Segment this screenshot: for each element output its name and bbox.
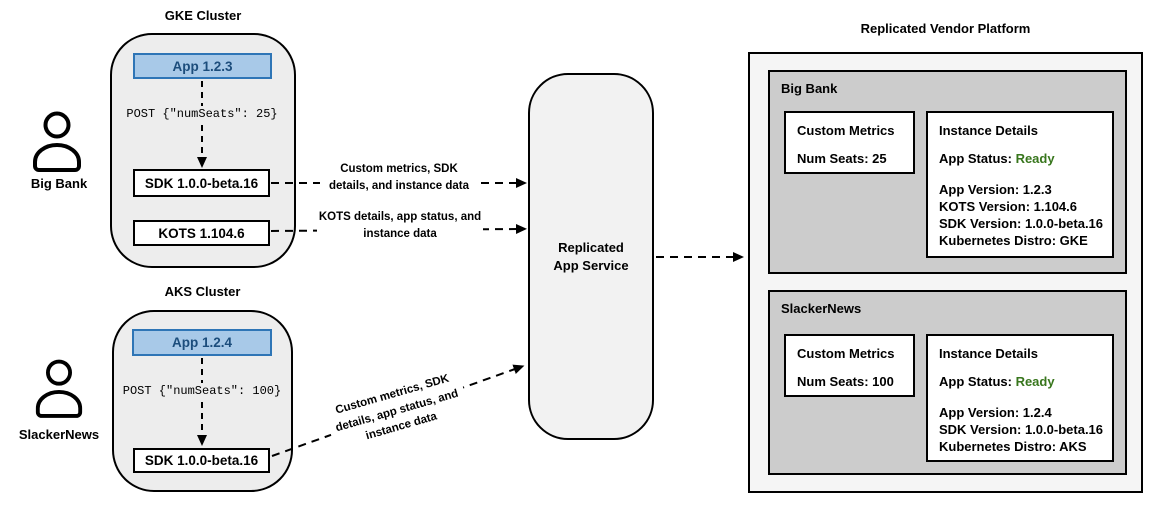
- aks-post-call-label: POST {"numSeats": 100}: [117, 383, 287, 399]
- app-status-label: App Status:: [939, 374, 1016, 389]
- gke-app-node: App 1.2.3: [133, 53, 272, 79]
- custom-metrics-title: Custom Metrics: [797, 123, 895, 138]
- gke-cluster-title: GKE Cluster: [164, 8, 242, 23]
- gke-sdk-node: SDK 1.0.0-beta.16: [133, 169, 270, 197]
- app-status-value: Ready: [1015, 151, 1055, 166]
- gke-kots-node: KOTS 1.104.6: [133, 220, 270, 246]
- instance-details-title: Instance Details: [939, 346, 1038, 361]
- detail-line: Kubernetes Distro: GKE: [939, 233, 1088, 248]
- flow-label-sdk-gke: Custom metrics, SDK details, and instanc…: [320, 160, 478, 196]
- num-seats-value: Num Seats: 25: [797, 151, 887, 166]
- app-status-value: Ready: [1015, 374, 1055, 389]
- custom-metrics-title: Custom Metrics: [797, 346, 895, 361]
- instance-details-card: Instance Details App Status: Ready App V…: [926, 334, 1114, 462]
- app-status-line: App Status: Ready: [939, 151, 1106, 166]
- customer-panel-big-bank: Big Bank Custom Metrics Num Seats: 25 In…: [768, 70, 1127, 274]
- customer-name: Big Bank: [781, 81, 838, 96]
- detail-line: SDK Version: 1.0.0-beta.16: [939, 216, 1104, 231]
- detail-line: App Version: 1.2.4: [939, 405, 1052, 420]
- gke-post-call-label: POST {"numSeats": 25}: [117, 106, 287, 122]
- detail-line: KOTS Version: 1.104.6: [939, 199, 1078, 214]
- vendor-platform-title: Replicated Vendor Platform: [860, 21, 1031, 36]
- slackernews-actor-label: SlackerNews: [18, 427, 100, 442]
- aks-sdk-node: SDK 1.0.0-beta.16: [133, 448, 270, 473]
- instance-detail-lines: App Version: 1.2.3 KOTS Version: 1.104.6…: [939, 181, 1106, 249]
- vendor-platform-box: Big Bank Custom Metrics Num Seats: 25 In…: [748, 52, 1143, 493]
- slackernews-user-icon: [35, 359, 83, 418]
- instance-detail-lines: App Version: 1.2.4 SDK Version: 1.0.0-be…: [939, 404, 1106, 455]
- replicated-app-service-node: Replicated App Service: [528, 73, 654, 440]
- custom-metrics-card: Custom Metrics Num Seats: 100: [784, 334, 915, 397]
- flow-label-kots: KOTS details, app status, and instance d…: [317, 208, 483, 244]
- aks-app-node: App 1.2.4: [132, 329, 272, 356]
- customer-name: SlackerNews: [781, 301, 862, 316]
- instance-details-title: Instance Details: [939, 123, 1038, 138]
- custom-metrics-card: Custom Metrics Num Seats: 25: [784, 111, 915, 174]
- big-bank-actor-label: Big Bank: [30, 176, 88, 191]
- num-seats-value: Num Seats: 100: [797, 374, 894, 389]
- app-status-label: App Status:: [939, 151, 1016, 166]
- detail-line: Kubernetes Distro: AKS: [939, 439, 1087, 454]
- app-status-line: App Status: Ready: [939, 374, 1106, 389]
- detail-line: App Version: 1.2.3: [939, 182, 1052, 197]
- instance-details-card: Instance Details App Status: Ready App V…: [926, 111, 1114, 258]
- customer-panel-slackernews: SlackerNews Custom Metrics Num Seats: 10…: [768, 290, 1127, 475]
- big-bank-user-icon: [33, 111, 81, 172]
- detail-line: SDK Version: 1.0.0-beta.16: [939, 422, 1104, 437]
- aks-cluster-title: AKS Cluster: [164, 284, 241, 299]
